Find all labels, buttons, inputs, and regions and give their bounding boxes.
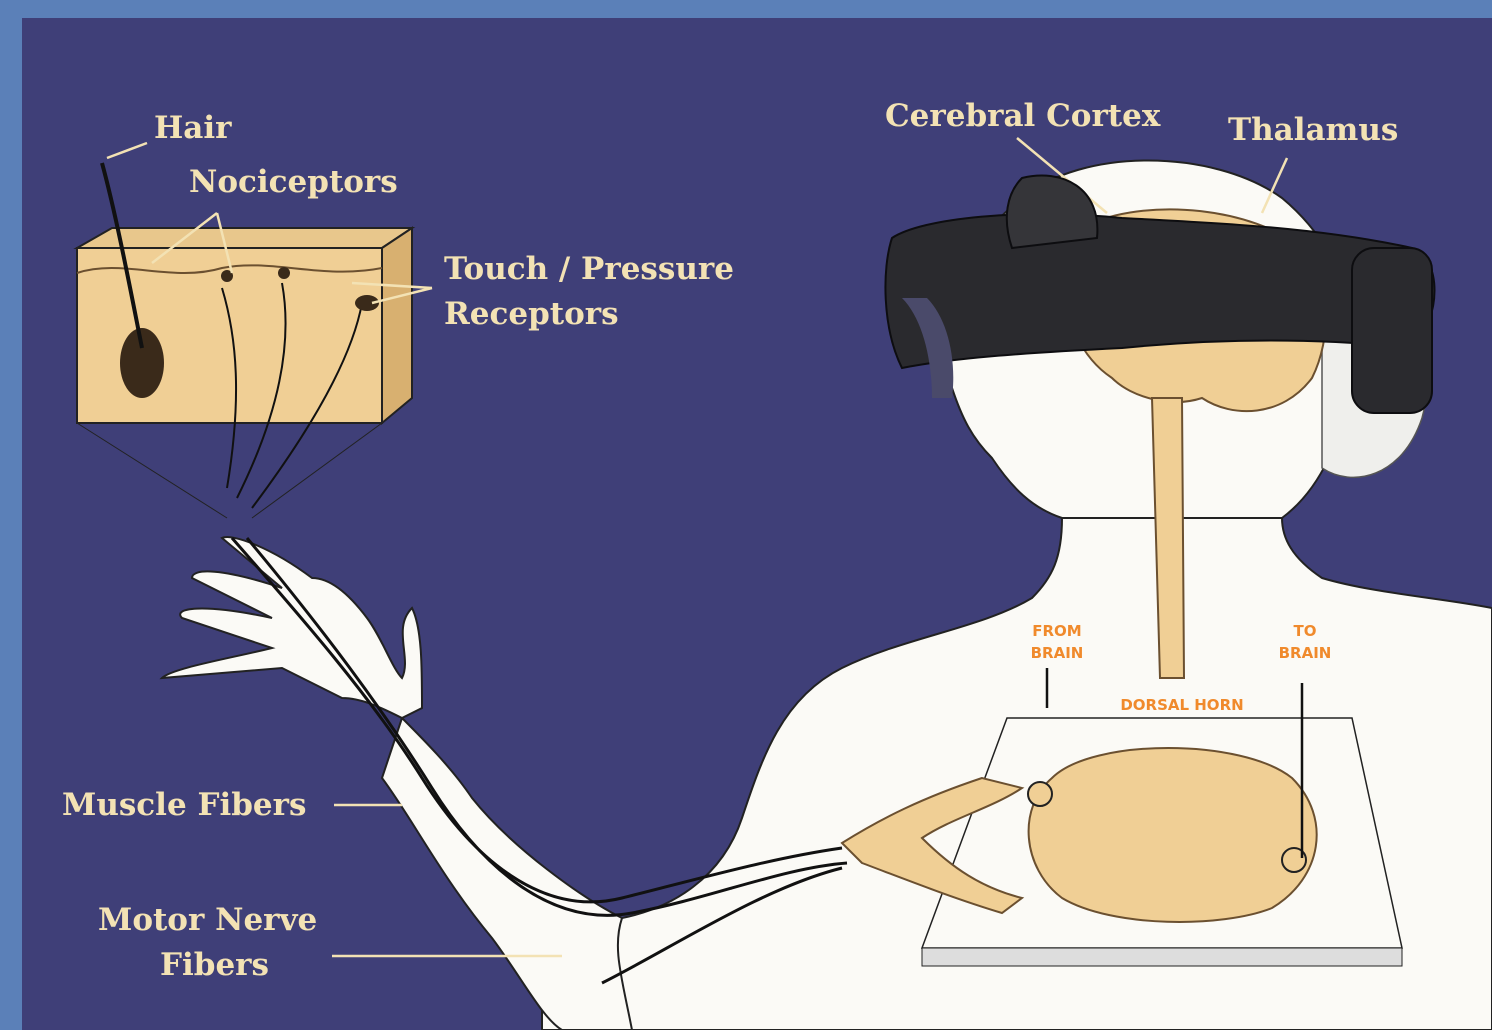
label-hair: Hair: [154, 106, 232, 150]
label-receptors: Receptors: [444, 292, 619, 336]
hand: [162, 537, 422, 718]
label-nociceptors: Nociceptors: [189, 160, 398, 204]
label-motor-nerve: Motor Nerve: [98, 898, 317, 942]
label-touch-pressure: Touch / Pressure: [444, 247, 734, 291]
skin-block: [77, 163, 412, 518]
label-dorsal-horn: DORSAL HORN: [1097, 694, 1267, 716]
label-from-brain-line2: BRAIN: [1022, 642, 1092, 664]
label-to-brain-line1: TO: [1270, 620, 1340, 642]
label-cerebral-cortex: Cerebral Cortex: [885, 94, 1160, 138]
label-muscle-fibers: Muscle Fibers: [62, 783, 306, 827]
label-motor-nerve-fibers: Fibers: [160, 943, 269, 987]
label-thalamus: Thalamus: [1228, 108, 1398, 152]
label-from-brain-line1: FROM: [1022, 620, 1092, 642]
diagram-panel: Hair Nociceptors Touch / Pressure Recept…: [22, 18, 1492, 1030]
label-to-brain-line2: BRAIN: [1270, 642, 1340, 664]
